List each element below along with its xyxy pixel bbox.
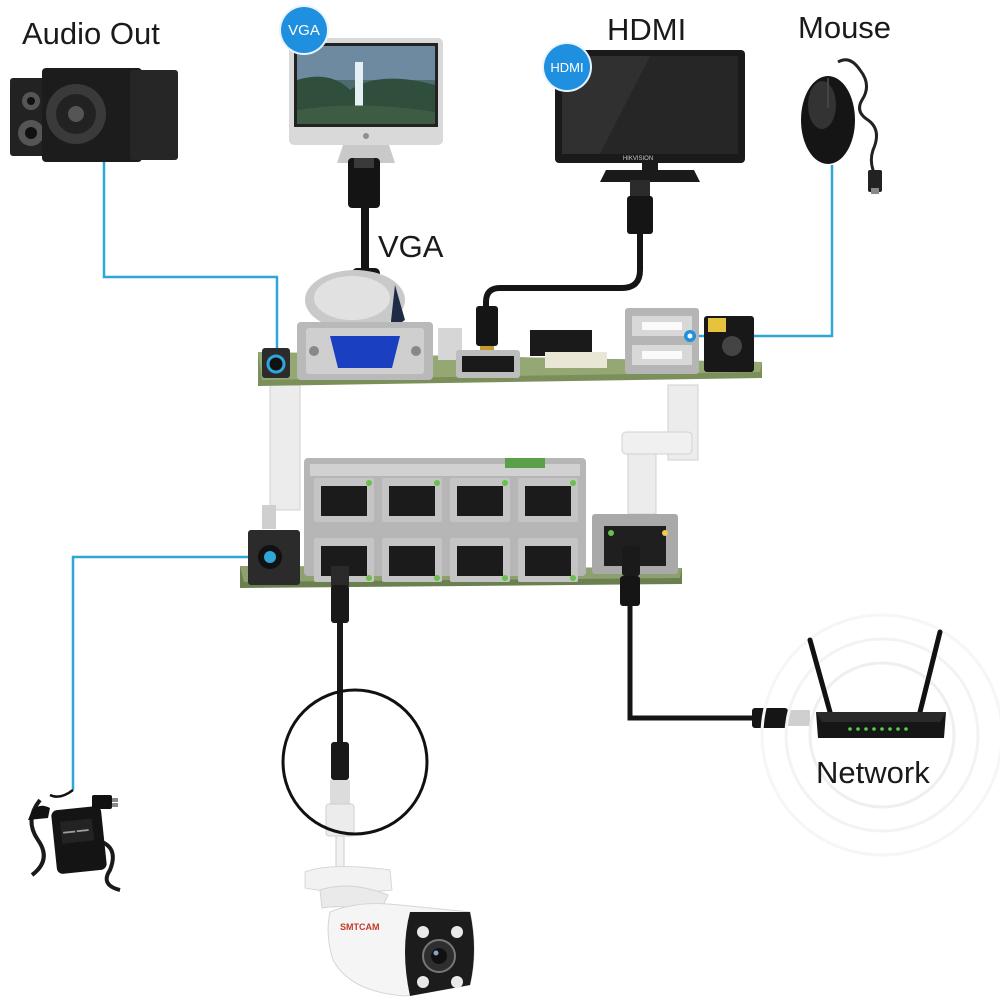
vga-badge: VGA <box>281 7 327 53</box>
audio-line <box>102 160 279 358</box>
mouse-icon <box>801 58 882 194</box>
power-line <box>71 555 270 790</box>
rj45-port <box>382 538 442 582</box>
rj45-port <box>518 538 578 582</box>
network-label: Network <box>816 755 930 790</box>
rj45-port <box>450 478 510 522</box>
rj45-port <box>518 478 578 522</box>
bullet-camera-icon: SMTCAM <box>304 865 475 997</box>
hdmi-label: HDMI <box>607 12 687 47</box>
speakers-icon <box>10 68 178 162</box>
monitor-brand-text: HIKVISION <box>623 156 653 162</box>
camera-brand-text: SMTCAM <box>340 922 380 932</box>
vga-cable-label: VGA <box>378 229 444 264</box>
audio-out-label: Audio Out <box>22 16 160 51</box>
router-icon <box>760 613 1000 857</box>
rj45-port <box>382 478 442 522</box>
power-adapter-icon: ▬▬ ▬▬ <box>28 788 121 892</box>
mouse-label: Mouse <box>798 10 892 45</box>
hdmi-monitor-icon: HIKVISION <box>555 50 745 182</box>
rj45-port <box>450 538 510 582</box>
hdmi-badge: HDMI <box>544 44 590 90</box>
power-jack <box>248 505 300 585</box>
network-cable <box>620 546 810 728</box>
rj45-port <box>314 478 374 522</box>
camera-cable <box>325 566 355 869</box>
mouse-line <box>695 165 834 338</box>
detail-circle <box>281 688 429 836</box>
hdmi-cable <box>476 180 653 358</box>
vga-monitor-icon <box>289 38 443 163</box>
svg-text:▬▬ ▬▬: ▬▬ ▬▬ <box>63 827 89 836</box>
rj45-port-grid <box>314 478 578 582</box>
